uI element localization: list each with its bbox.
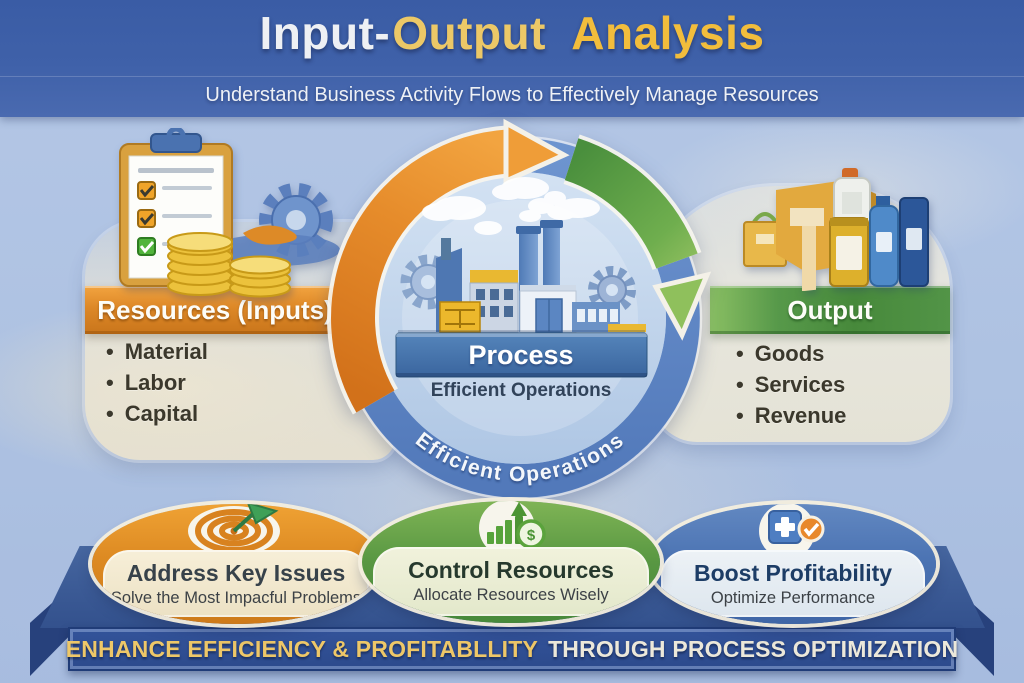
title-part-analysis: Analysis — [571, 7, 765, 59]
header-divider — [0, 76, 1024, 77]
card-title: Control Resources — [408, 557, 614, 583]
process-banner-label: Process — [468, 340, 573, 370]
output-flow-arrow — [562, 134, 712, 341]
card-title: Boost Profitability — [693, 560, 893, 586]
card-text-panel: Address Key Issues Solve the Most Impacf… — [103, 550, 369, 617]
footer-highlight-text: ENHANCE EFFICIENCY & PROFITABLLITY — [65, 635, 539, 662]
card-subtitle: Solve the Most Impacful Problems — [110, 589, 362, 607]
dollar-glyph: $ — [527, 527, 536, 544]
footer-bar: ENHANCE EFFICIENCY & PROFITABLLITY THROU… — [65, 627, 959, 671]
first-aid-box-check-icon — [759, 504, 825, 559]
card-text-panel: Control Resources Allocate Resources Wis… — [373, 547, 649, 616]
output-item-revenue: Revenue — [736, 400, 847, 431]
input-flow-arrow — [327, 118, 570, 415]
spout-icon — [243, 225, 297, 245]
footer-plain-text: THROUGH PROCESS OPTIMIZATION — [548, 635, 959, 662]
page-title: Input-Output Analysis — [0, 6, 1024, 60]
card-title: Address Key Issues — [126, 560, 346, 586]
resources-banner-label: Resources (Inputs) — [97, 294, 333, 325]
coins-icon — [167, 232, 291, 298]
header-band: Input-Output Analysis Understand Busines… — [0, 0, 1024, 117]
card-address-key-issues: Address Key Issues Solve the Most Impacf… — [92, 504, 380, 624]
growth-chart-dollar-icon: $ — [479, 501, 546, 556]
page-subtitle: Understand Business Activity Flows to Ef… — [205, 84, 819, 106]
target-dart-icon — [188, 504, 280, 556]
output-item-goods: Goods — [736, 338, 846, 369]
output-item-services: Services — [736, 369, 846, 400]
blue-bottle-icon — [869, 196, 899, 287]
output-banner-label: Output — [787, 294, 873, 325]
process-banner: Process — [395, 332, 648, 378]
input-item-labor: Labor — [106, 367, 208, 398]
clipboard-coins-gears-illustration — [119, 128, 340, 298]
process-cycle-diagram: Efficient Operations — [327, 118, 712, 501]
card-control-resources: $ Control Resources Allocate Resources W… — [362, 501, 660, 623]
inputs-list: Material Labor Capital — [106, 336, 208, 429]
title-part-output: Output — [392, 7, 546, 59]
factory-illustration — [398, 177, 646, 334]
yellow-can-icon — [829, 217, 869, 287]
title-part-input: Input- — [259, 7, 391, 59]
input-item-capital: Capital — [106, 398, 208, 429]
process-caption: Efficient Operations — [431, 380, 612, 401]
card-boost-profitability: Boost Profitability Optimize Performance — [650, 504, 936, 624]
card-text-panel: Boost Profitability Optimize Performance — [661, 550, 925, 617]
outputs-list: Goods Services Revenue — [736, 338, 847, 431]
output-banner: Output — [710, 286, 950, 334]
input-item-material: Material — [106, 336, 208, 367]
card-subtitle: Optimize Performance — [710, 589, 876, 607]
packaged-goods-illustration — [743, 168, 929, 291]
navy-cylinder-icon — [899, 197, 929, 287]
card-subtitle: Allocate Resources Wisely — [413, 586, 609, 604]
